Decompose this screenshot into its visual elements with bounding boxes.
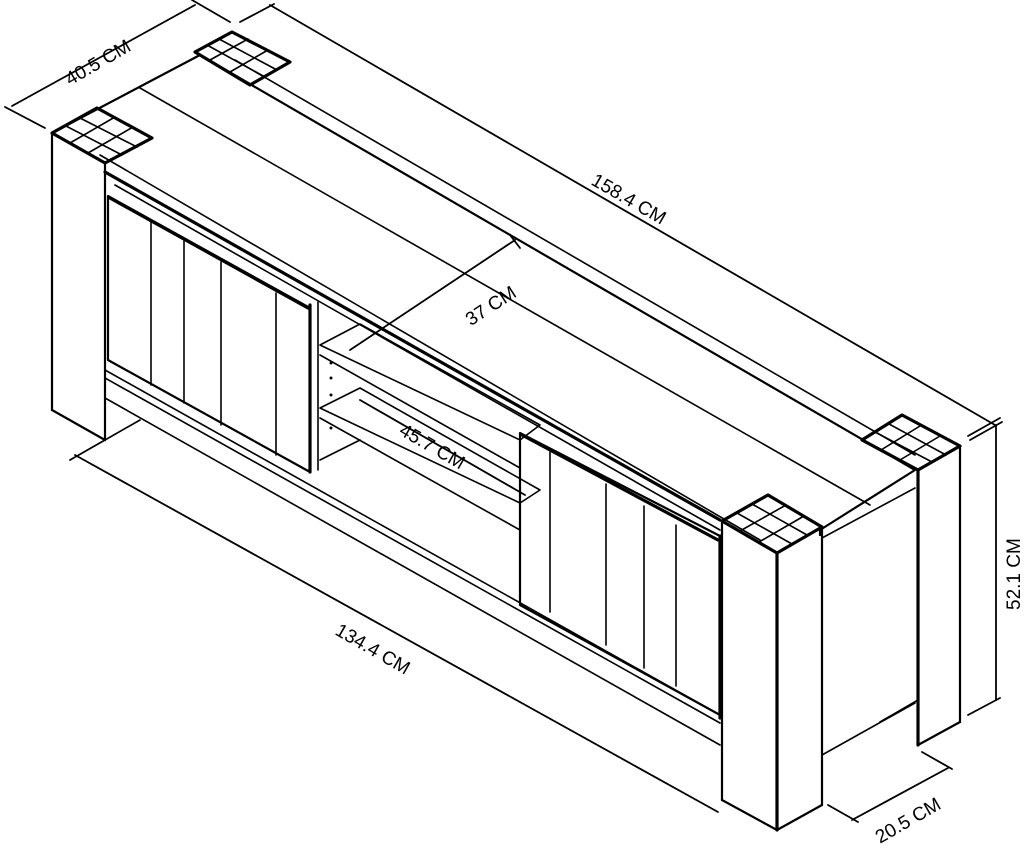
leg-cap-back-right bbox=[860, 413, 962, 472]
dimension-inner-width bbox=[69, 439, 719, 813]
leg-front-left bbox=[50, 131, 141, 442]
dimension-leg-depth bbox=[827, 751, 953, 823]
door-left bbox=[106, 194, 319, 474]
label-height-overall: 52.1 CM bbox=[1004, 538, 1024, 610]
dimension-shelf-width bbox=[359, 399, 526, 496]
leg-cap-front-left bbox=[50, 106, 154, 165]
dimension-height-overall bbox=[967, 417, 1001, 716]
leg-back-right bbox=[879, 444, 962, 747]
open-shelves bbox=[319, 323, 541, 531]
door-right bbox=[518, 431, 722, 720]
leg-cap-front-right bbox=[720, 493, 824, 555]
dimension-shelf-depth bbox=[349, 234, 521, 351]
leg-front-right bbox=[720, 519, 824, 832]
leg-cap-back-left bbox=[193, 30, 292, 87]
dimension-depth-overall bbox=[4, 0, 231, 129]
side-panel-right bbox=[821, 487, 916, 756]
